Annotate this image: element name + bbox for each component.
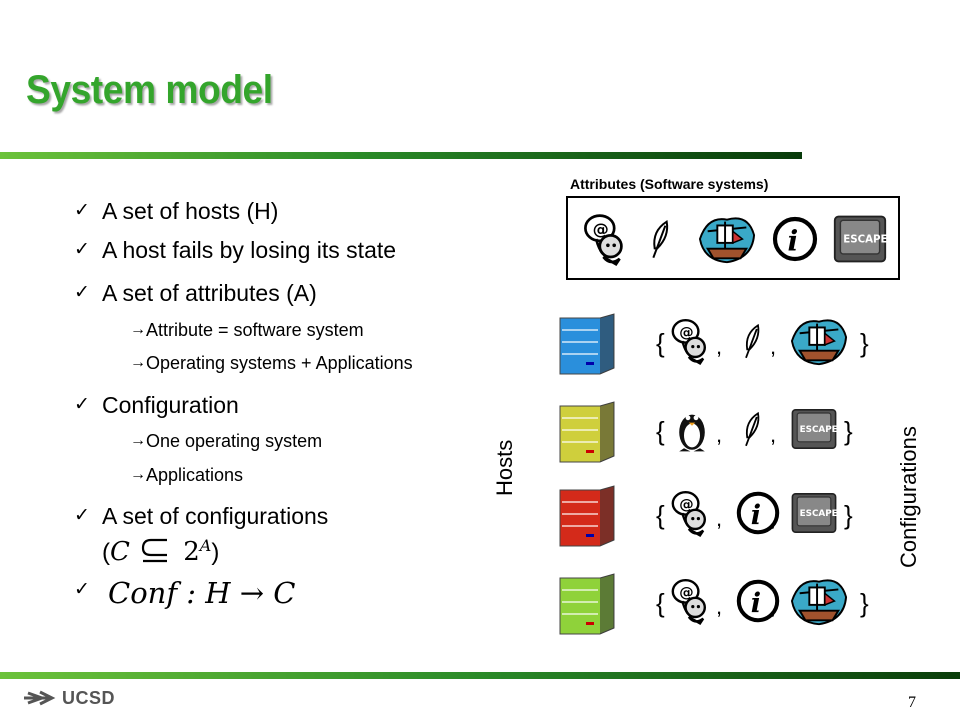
svg-text:i: i [751,587,761,619]
checkmark-icon: ✓ [74,505,90,526]
brace-close: } [844,500,853,530]
svg-text:@: @ [679,497,693,513]
email-person-icon: @ [671,491,706,537]
svg-text:ESCAPE: ESCAPE [843,234,887,246]
ucsd-logo: UCSD [22,688,115,709]
brace-open: { [656,328,665,358]
checkmark-icon: ✓ [74,579,90,600]
checkmark-icon: ✓ [74,394,90,415]
brace-open: { [656,416,665,446]
escape-key-icon: ESCAPE [791,493,838,533]
email-person-icon: @ [671,319,706,365]
escape-key-icon: ESCAPE [833,215,888,263]
brace-close: } [860,328,869,358]
ship-icon [698,217,756,264]
brace-open: { [656,588,665,618]
svg-text:@: @ [679,585,693,601]
attributes-caption: Attributes (Software systems) [570,176,769,192]
feather-icon [652,220,669,259]
checkmark-icon: ✓ [74,282,90,303]
feather-icon [745,323,760,359]
info-icon: i [736,579,780,623]
comma-separator: , [716,334,723,359]
arrow-icon: → [130,321,146,338]
info-icon: i [736,491,780,535]
trident-logo-icon [24,690,56,706]
comma-separator: , [770,506,777,531]
arrow-icon: → [130,432,146,449]
svg-text:@: @ [679,325,693,341]
server-yellow-icon [559,401,615,463]
attributes-box [566,196,900,280]
ship-icon [790,579,848,626]
arrow-icon: → [130,354,146,371]
svg-text:i: i [751,499,761,531]
arrow-icon: → [130,466,146,483]
comma-separator: , [716,594,723,619]
server-red-icon [559,485,615,547]
email-person-icon: @ [671,579,706,625]
checkmark-icon: ✓ [74,239,90,260]
brace-close: } [844,416,853,446]
penguin-icon [679,414,705,452]
svg-text:ESCAPE: ESCAPE [800,425,838,435]
email-person-icon: @ [584,214,623,266]
info-icon: i [772,216,818,262]
subset-equal-symbol [141,538,167,563]
title-divider-bar [0,152,802,159]
comma-separator: , [716,422,723,447]
feather-icon [745,411,760,447]
ship-icon [790,319,848,366]
brace-close: } [860,588,869,618]
checkmark-icon: ✓ [74,200,90,221]
comma-separator: , [716,506,723,531]
server-green-icon [559,573,615,635]
formula-subset: (C 2A) [102,536,220,567]
footer-divider-bar [0,672,960,679]
svg-text:ESCAPE: ESCAPE [800,509,838,519]
page-number: 7 [908,694,916,711]
server-blue-icon [559,313,615,375]
svg-text:i: i [788,224,799,258]
brace-open: { [656,500,665,530]
slide-title: System model [26,68,273,112]
comma-separator: , [770,334,777,359]
comma-separator: , [770,422,777,447]
formula-conf-mapping: Conf : H → C [108,576,296,610]
svg-text:@: @ [593,220,609,239]
escape-key-icon: ESCAPE [791,409,838,449]
comma-separator: , [770,594,777,619]
